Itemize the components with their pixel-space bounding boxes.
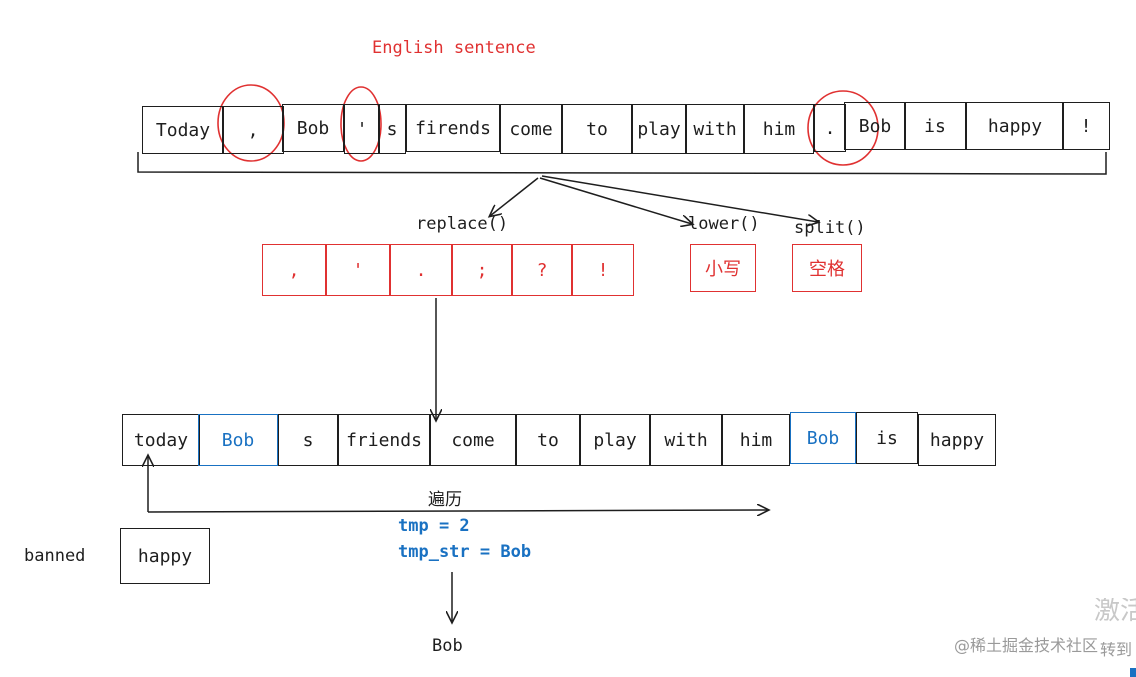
- traverse-label: 遍历: [428, 490, 462, 510]
- sentence-token: is: [904, 102, 966, 150]
- processed-token: happy: [918, 414, 996, 466]
- lower-function-label: lower(): [688, 214, 760, 234]
- replace-char-box: ;: [452, 244, 512, 296]
- sentence-token: !: [1062, 102, 1110, 150]
- highlight-circle-period: [807, 90, 879, 166]
- arrow-to-lower: [539, 177, 692, 224]
- processed-token: him: [722, 414, 790, 466]
- traverse-arrow-right: [147, 510, 768, 512]
- watermark-mark: [1130, 668, 1136, 677]
- processed-token-bob: Bob: [198, 414, 278, 466]
- replace-char-box: !: [572, 244, 634, 296]
- result-label: Bob: [432, 636, 463, 656]
- processed-token: s: [278, 414, 338, 466]
- sentence-token: to: [562, 104, 632, 154]
- processed-token: with: [650, 414, 722, 466]
- processed-token: is: [856, 412, 918, 464]
- arrow-to-split: [541, 175, 818, 222]
- activation-watermark: 激活: [1094, 598, 1136, 624]
- replace-char-box: .: [390, 244, 452, 296]
- space-box: 空格: [792, 244, 862, 292]
- replace-function-label: replace(): [416, 214, 509, 234]
- processed-token: friends: [338, 414, 430, 466]
- processed-token: today: [122, 414, 200, 466]
- arrow-to-replace: [490, 177, 539, 216]
- tmp-str-line: tmp_str = Bob: [398, 542, 532, 562]
- sentence-token: happy: [966, 102, 1064, 150]
- sentence-token: him: [744, 104, 814, 154]
- highlight-circle-comma: [217, 84, 285, 162]
- sentence-token: ,: [222, 106, 284, 154]
- processed-token: play: [580, 414, 650, 466]
- replace-char-box: ,: [262, 244, 326, 296]
- banned-label: banned: [24, 546, 86, 566]
- tmp-count-line: tmp = 2: [398, 516, 470, 536]
- sentence-token: .: [814, 104, 846, 152]
- split-function-label: split(): [794, 218, 866, 238]
- processed-token-bob: Bob: [790, 412, 856, 464]
- highlight-circle-apostrophe: [340, 86, 382, 162]
- sentence-token: with: [686, 104, 744, 154]
- sentence-token: Today: [142, 106, 224, 154]
- replace-char-box: ?: [512, 244, 572, 296]
- processed-token: to: [516, 414, 580, 466]
- sentence-token: s: [378, 104, 406, 154]
- sentence-token: play: [632, 104, 686, 154]
- banned-word-box: happy: [120, 528, 210, 584]
- sentence-bracket: [137, 152, 1107, 175]
- site-watermark: @稀土掘金技术社区: [954, 636, 1099, 655]
- sentence-token: firends: [406, 104, 500, 152]
- processed-token: come: [430, 414, 516, 466]
- lowercase-box: 小写: [690, 244, 756, 292]
- goto-watermark: 转到: [1100, 642, 1133, 658]
- sentence-token: come: [500, 104, 562, 154]
- sentence-token: Bob: [844, 102, 906, 150]
- sentence-token: Bob: [282, 104, 344, 152]
- diagram-title: English sentence: [372, 38, 536, 58]
- replace-char-box: ': [326, 244, 390, 296]
- sentence-token: ': [344, 104, 380, 154]
